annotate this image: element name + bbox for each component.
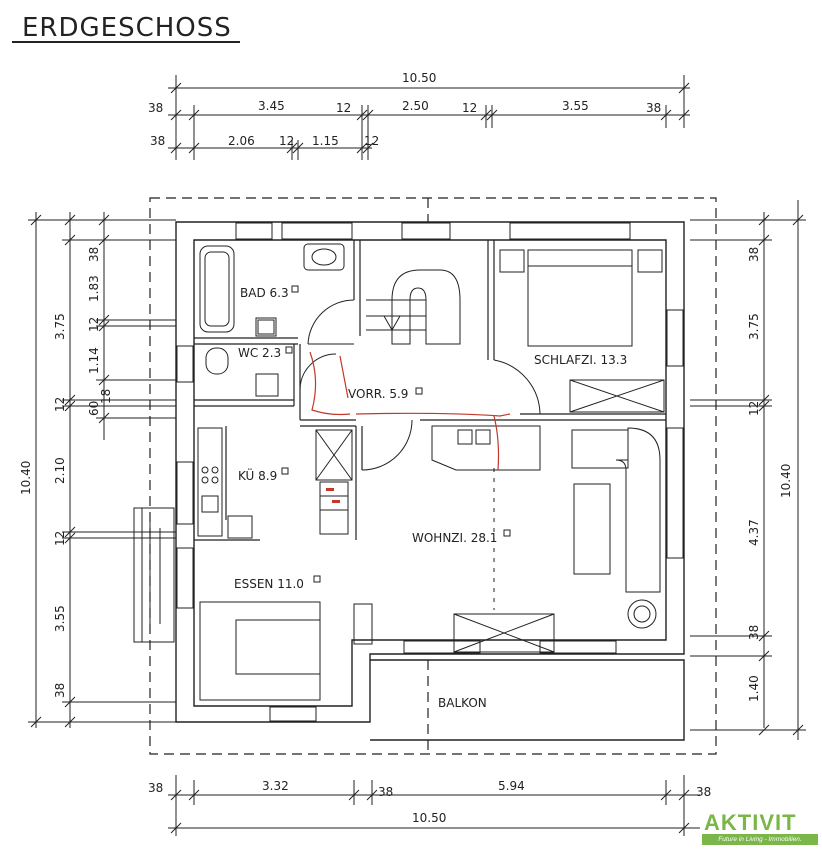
left-dimensions xyxy=(28,212,176,728)
door-swings xyxy=(299,299,541,471)
dim-top-4: 2.50 xyxy=(402,99,429,113)
living-furniture xyxy=(431,425,661,653)
dim-left2-2: 1.83 xyxy=(87,275,101,302)
area-marker xyxy=(281,467,289,475)
dim-left2-6: 18 xyxy=(99,389,113,404)
dim-right-1: 38 xyxy=(747,247,761,262)
area-marker xyxy=(291,285,299,293)
room-label-essen: ESSEN 11.0 xyxy=(234,577,304,591)
room-label-balkon: BALKON xyxy=(438,696,487,710)
room-label-schlafzi: SCHLAFZI. 13.3 xyxy=(534,353,627,367)
area-marker xyxy=(503,529,511,537)
room-label-kue: KÜ 8.9 xyxy=(238,467,277,483)
side-steps xyxy=(133,507,175,643)
dim-top-6: 3.55 xyxy=(562,99,589,113)
dim-right-3: 12 xyxy=(747,401,761,416)
dim-top2-2: 2.06 xyxy=(228,134,255,148)
room-label-wc: WC 2.3 xyxy=(238,346,281,360)
dim-left-4: 12 xyxy=(53,531,67,546)
dim-left-1: 3.75 xyxy=(53,313,67,340)
bedroom-furniture xyxy=(499,249,665,413)
room-label-bad: BAD 6.3 xyxy=(240,286,289,300)
roof-outline xyxy=(149,197,717,755)
kitchen-red-markers xyxy=(326,488,340,503)
dim-left-overall: 10.40 xyxy=(19,461,33,495)
dim-top2-5: 12 xyxy=(364,134,379,148)
dim-left-5: 3.55 xyxy=(53,605,67,632)
windows xyxy=(176,222,684,722)
top-dimensions xyxy=(168,75,690,160)
dim-top-1: 38 xyxy=(148,101,163,115)
dim-right-4: 4.37 xyxy=(747,519,761,546)
red-sketch-lines xyxy=(309,351,511,471)
dim-top-overall: 10.50 xyxy=(402,71,436,85)
dim-right-5: 38 xyxy=(747,625,761,640)
dim-top2-4: 1.15 xyxy=(312,134,339,148)
dim-bottom-overall: 10.50 xyxy=(412,811,446,825)
stairs xyxy=(366,269,461,345)
dim-left-6: 38 xyxy=(53,683,67,698)
dim-bottom-4: 5.94 xyxy=(498,779,525,793)
dim-bottom-1: 38 xyxy=(148,781,163,795)
interior-walls xyxy=(194,240,666,541)
dim-left2-1: 38 xyxy=(87,247,101,262)
dim-right-2: 3.75 xyxy=(747,313,761,340)
dim-right-overall: 10.40 xyxy=(779,464,793,498)
dim-top-3: 12 xyxy=(336,101,351,115)
plan-title: ERDGESCHOSS xyxy=(22,13,232,43)
area-marker xyxy=(285,346,293,354)
logo-mark: AKTIVIT xyxy=(704,810,797,835)
area-marker xyxy=(415,387,423,395)
dim-left2-4: 1.14 xyxy=(87,347,101,374)
dim-bottom-3: 38 xyxy=(378,785,393,799)
dim-right-6: 1.40 xyxy=(747,675,761,702)
dining-furniture xyxy=(199,601,373,701)
room-label-vorr: VORR. 5.9 xyxy=(348,387,408,401)
dim-bottom-5: 38 xyxy=(696,785,711,799)
right-dimensions xyxy=(690,200,806,740)
aktivit-logo: AKTIVIT Future in Living - Immobilien. xyxy=(700,808,818,846)
kitchen-fixtures xyxy=(197,427,353,539)
dim-left2-5: 60 xyxy=(87,401,101,416)
dim-left2-3: 12 xyxy=(87,317,101,332)
dim-top2-3: 12 xyxy=(279,134,294,148)
dim-top-5: 12 xyxy=(462,101,477,115)
dim-top-2: 3.45 xyxy=(258,99,285,113)
bath-fixtures xyxy=(199,243,345,397)
room-label-wohnzi: WOHNZI. 28.1 xyxy=(412,531,497,545)
dim-left-3: 2.10 xyxy=(53,457,67,484)
logo-tagline: Future in Living - Immobilien. xyxy=(702,834,818,845)
dim-top2-1: 38 xyxy=(150,134,165,148)
dim-top-7: 38 xyxy=(646,101,661,115)
exterior-walls xyxy=(175,221,685,741)
area-marker xyxy=(313,575,321,583)
bottom-dimensions xyxy=(168,775,700,836)
dim-bottom-2: 3.32 xyxy=(262,779,289,793)
dim-left-2: 12 xyxy=(53,397,67,412)
